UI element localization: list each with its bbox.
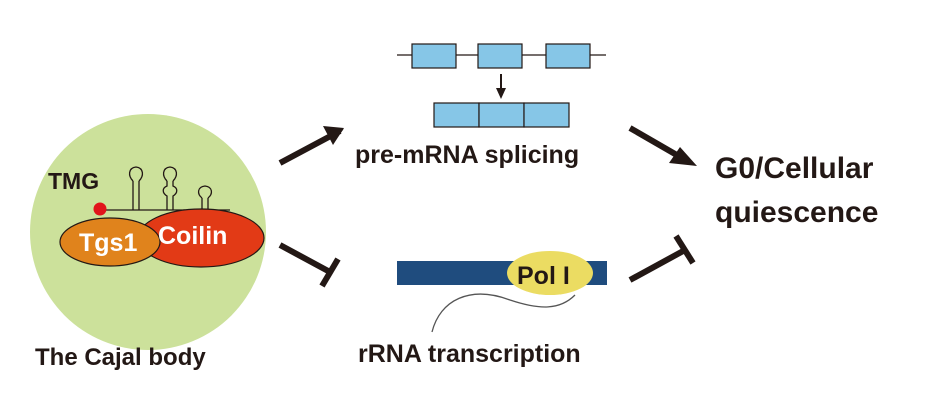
coilin-label: Coilin	[158, 222, 227, 250]
activation-arrow-to-outcome	[628, 125, 684, 161]
arrowhead-icon	[323, 126, 344, 145]
outcome-line1: G0/Cellular	[715, 152, 874, 185]
arrowhead-icon	[669, 147, 697, 166]
tgs1-ellipse	[59, 217, 161, 267]
tmg-cap-dot-icon	[93, 202, 107, 216]
transcription-label: rRNA transcription	[358, 340, 581, 368]
pol-i-ellipse	[507, 251, 593, 295]
splicing-group: pre-mRNA splicing	[355, 43, 606, 169]
outcome-line2: quiescence	[715, 196, 878, 229]
cajal-body-group: TMG Tgs1 Coilin The Cajal body	[30, 114, 266, 371]
pol-i-label: Pol I	[517, 262, 570, 290]
transcription-group: Pol I rRNA transcription	[358, 251, 607, 368]
splice-down-arrow-icon	[496, 74, 506, 99]
mature-mrna-icon	[433, 102, 570, 128]
rrna-transcript-icon	[431, 293, 576, 333]
tgs1-label: Tgs1	[79, 229, 137, 257]
cajal-body-label: The Cajal body	[35, 344, 206, 371]
inhibition-arrow-to-transcription	[278, 242, 341, 288]
splicing-label: pre-mRNA splicing	[355, 141, 579, 169]
tmg-label: TMG	[48, 168, 99, 194]
inhibition-arrow-to-outcome	[628, 234, 696, 283]
pre-mrna-icon	[397, 43, 606, 69]
